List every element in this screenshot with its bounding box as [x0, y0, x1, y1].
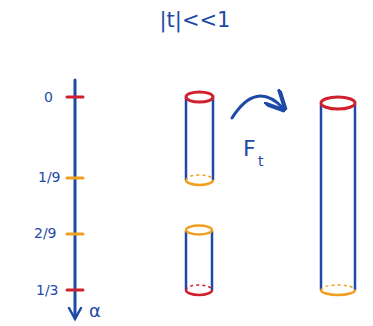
- axis-value: 1/3: [36, 283, 59, 297]
- axis-name: α: [89, 302, 101, 320]
- axis-value: 2/9: [34, 226, 57, 240]
- axis-value: 0: [44, 90, 53, 104]
- cylinder: [186, 92, 213, 185]
- cylinder: [186, 226, 212, 296]
- condition-heading: |t|<<1: [160, 10, 231, 31]
- alpha-axis: [67, 80, 83, 319]
- axis-value: 1/9: [38, 170, 61, 184]
- map-arrow: [232, 96, 283, 118]
- cylinder: [321, 97, 355, 295]
- map-name: F: [243, 138, 256, 160]
- map-subscript: t: [258, 154, 264, 168]
